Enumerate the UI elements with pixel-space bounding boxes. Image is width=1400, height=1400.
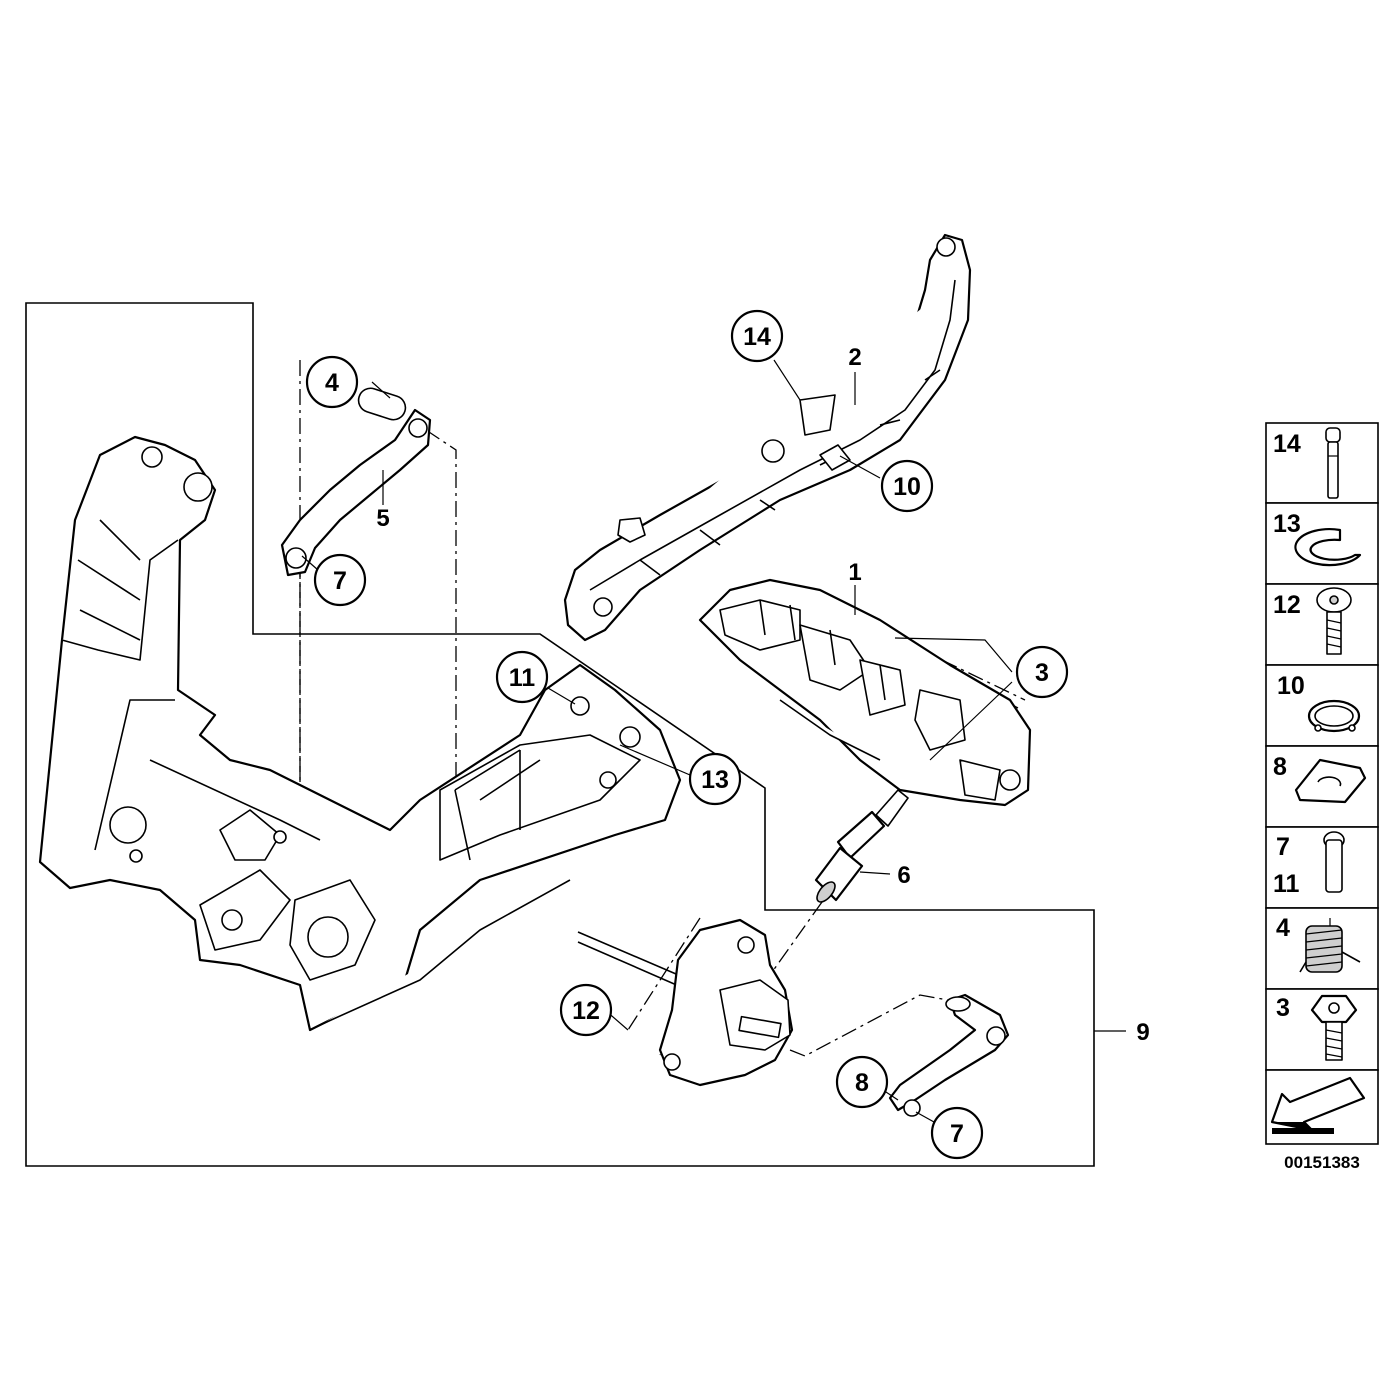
svg-text:10: 10 bbox=[1277, 672, 1305, 700]
svg-text:14: 14 bbox=[1273, 430, 1301, 458]
svg-text:14: 14 bbox=[743, 323, 771, 351]
svg-text:12: 12 bbox=[1273, 591, 1301, 619]
label-9: 9 bbox=[1136, 1019, 1149, 1046]
seat-frame-part bbox=[38, 435, 682, 1032]
callout-7-bottom: 7 bbox=[930, 1106, 984, 1160]
svg-text:11: 11 bbox=[1273, 870, 1300, 898]
callout-4: 4 bbox=[305, 355, 359, 409]
label-6: 6 bbox=[897, 862, 910, 889]
callout-11: 11 bbox=[495, 650, 549, 704]
callout-3: 3 bbox=[1015, 645, 1069, 699]
svg-text:7: 7 bbox=[950, 1120, 964, 1148]
side-rail-part bbox=[563, 233, 972, 642]
callout-8: 8 bbox=[835, 1055, 889, 1109]
front-arrow-icon bbox=[1270, 1076, 1366, 1134]
label-2: 2 bbox=[848, 344, 861, 371]
svg-text:13: 13 bbox=[701, 766, 729, 794]
svg-text:11: 11 bbox=[509, 664, 536, 692]
fillister-screw-icon bbox=[1316, 587, 1352, 655]
svg-text:3: 3 bbox=[1276, 994, 1290, 1022]
callout-10: 10 bbox=[880, 459, 934, 513]
hex-bolt-icon bbox=[1310, 994, 1358, 1061]
bolt-pin-icon bbox=[1323, 831, 1345, 893]
gear-drive-part bbox=[577, 918, 794, 1087]
svg-text:12: 12 bbox=[572, 997, 600, 1025]
spring-clip-icon bbox=[1294, 758, 1367, 804]
callout-12: 12 bbox=[559, 983, 613, 1037]
callout-7-top: 7 bbox=[313, 553, 367, 607]
legend-row-14 bbox=[1265, 422, 1379, 504]
diagram-reference-number: 00151383 bbox=[1284, 1153, 1360, 1172]
clip-ring-icon bbox=[1294, 528, 1362, 567]
leader-lines bbox=[301, 359, 1013, 1123]
motor-part bbox=[698, 578, 1032, 807]
label-1: 1 bbox=[848, 559, 861, 586]
svg-text:10: 10 bbox=[893, 473, 921, 501]
assembly-group-outline bbox=[25, 302, 1095, 1167]
legend-row-13 bbox=[1265, 502, 1379, 585]
svg-text:7: 7 bbox=[333, 567, 347, 595]
svg-text:8: 8 bbox=[855, 1069, 869, 1097]
torsion-spring-icon bbox=[1299, 918, 1361, 973]
lever-part bbox=[280, 387, 432, 577]
pin-icon bbox=[1325, 427, 1341, 499]
svg-text:8: 8 bbox=[1273, 753, 1287, 781]
flex-shaft-part bbox=[814, 789, 909, 903]
circlip-icon bbox=[1307, 699, 1361, 733]
legend-row-7-11 bbox=[1265, 826, 1379, 909]
callout-14: 14 bbox=[730, 309, 784, 363]
callout-13: 13 bbox=[688, 752, 742, 806]
svg-text:13: 13 bbox=[1273, 510, 1301, 538]
svg-text:7: 7 bbox=[1276, 833, 1290, 861]
svg-text:4: 4 bbox=[325, 369, 339, 397]
svg-text:3: 3 bbox=[1035, 659, 1049, 687]
hardware-legend: 14 13 12 10 8 7 11 4 3 bbox=[1265, 422, 1379, 1172]
small-lever-part bbox=[888, 993, 1010, 1117]
label-5: 5 bbox=[376, 505, 389, 532]
svg-text:4: 4 bbox=[1276, 914, 1290, 942]
